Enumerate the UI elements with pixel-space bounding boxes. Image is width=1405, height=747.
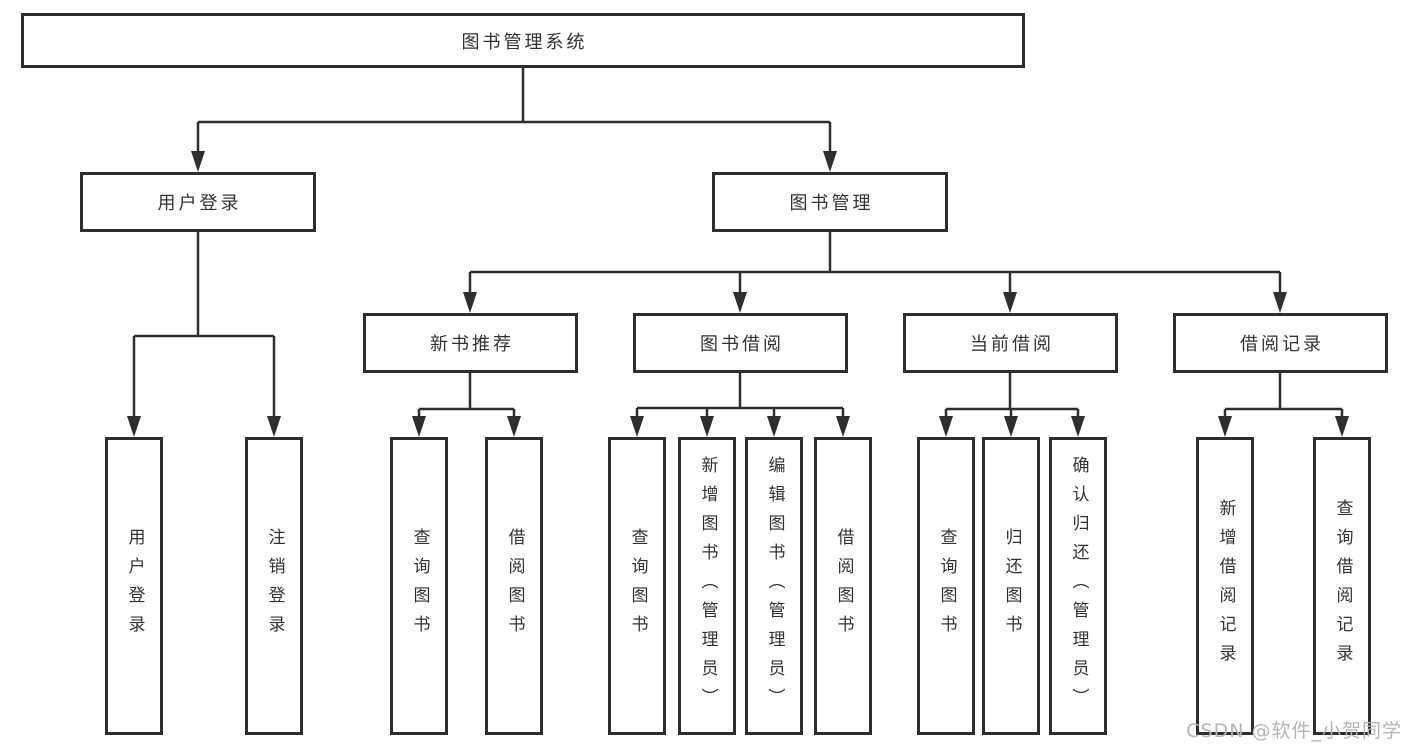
leaf-add-books-admin: 新增图书（管理员） [678,437,736,735]
leaf-logout: 注销登录 [245,437,303,735]
leaf-query-books: 查询图书 [608,437,666,735]
leaf-borrow-books-recommend: 借阅图书 [485,437,543,735]
leaf-edit-books-admin: 编辑图书（管理员） [745,437,803,735]
leaf-confirm-return-admin: 确认归还（管理员） [1049,437,1107,735]
node-new-book-recommend: 新书推荐 [363,313,578,373]
leaf-borrow-books: 借阅图书 [814,437,872,735]
node-current-borrowing: 当前借阅 [903,313,1118,373]
leaf-user-login: 用户登录 [105,437,163,735]
arrowheads [127,151,1349,437]
leaf-query-books-recommend: 查询图书 [390,437,448,735]
node-borrowing-records: 借阅记录 [1173,313,1388,373]
leaf-query-borrow-record: 查询借阅记录 [1313,437,1371,735]
node-book-management: 图书管理 [712,172,948,232]
node-library-management-system: 图书管理系统 [21,13,1025,68]
node-user-login: 用户登录 [80,172,316,232]
node-book-borrowing: 图书借阅 [633,313,848,373]
connector-paths [132,68,1344,418]
leaf-return-books: 归还图书 [982,437,1040,735]
csdn-watermark: CSDN @软件_小贺同学 [1186,720,1402,742]
leaf-add-borrow-record: 新增借阅记录 [1196,437,1254,735]
leaf-query-books-current: 查询图书 [917,437,975,735]
